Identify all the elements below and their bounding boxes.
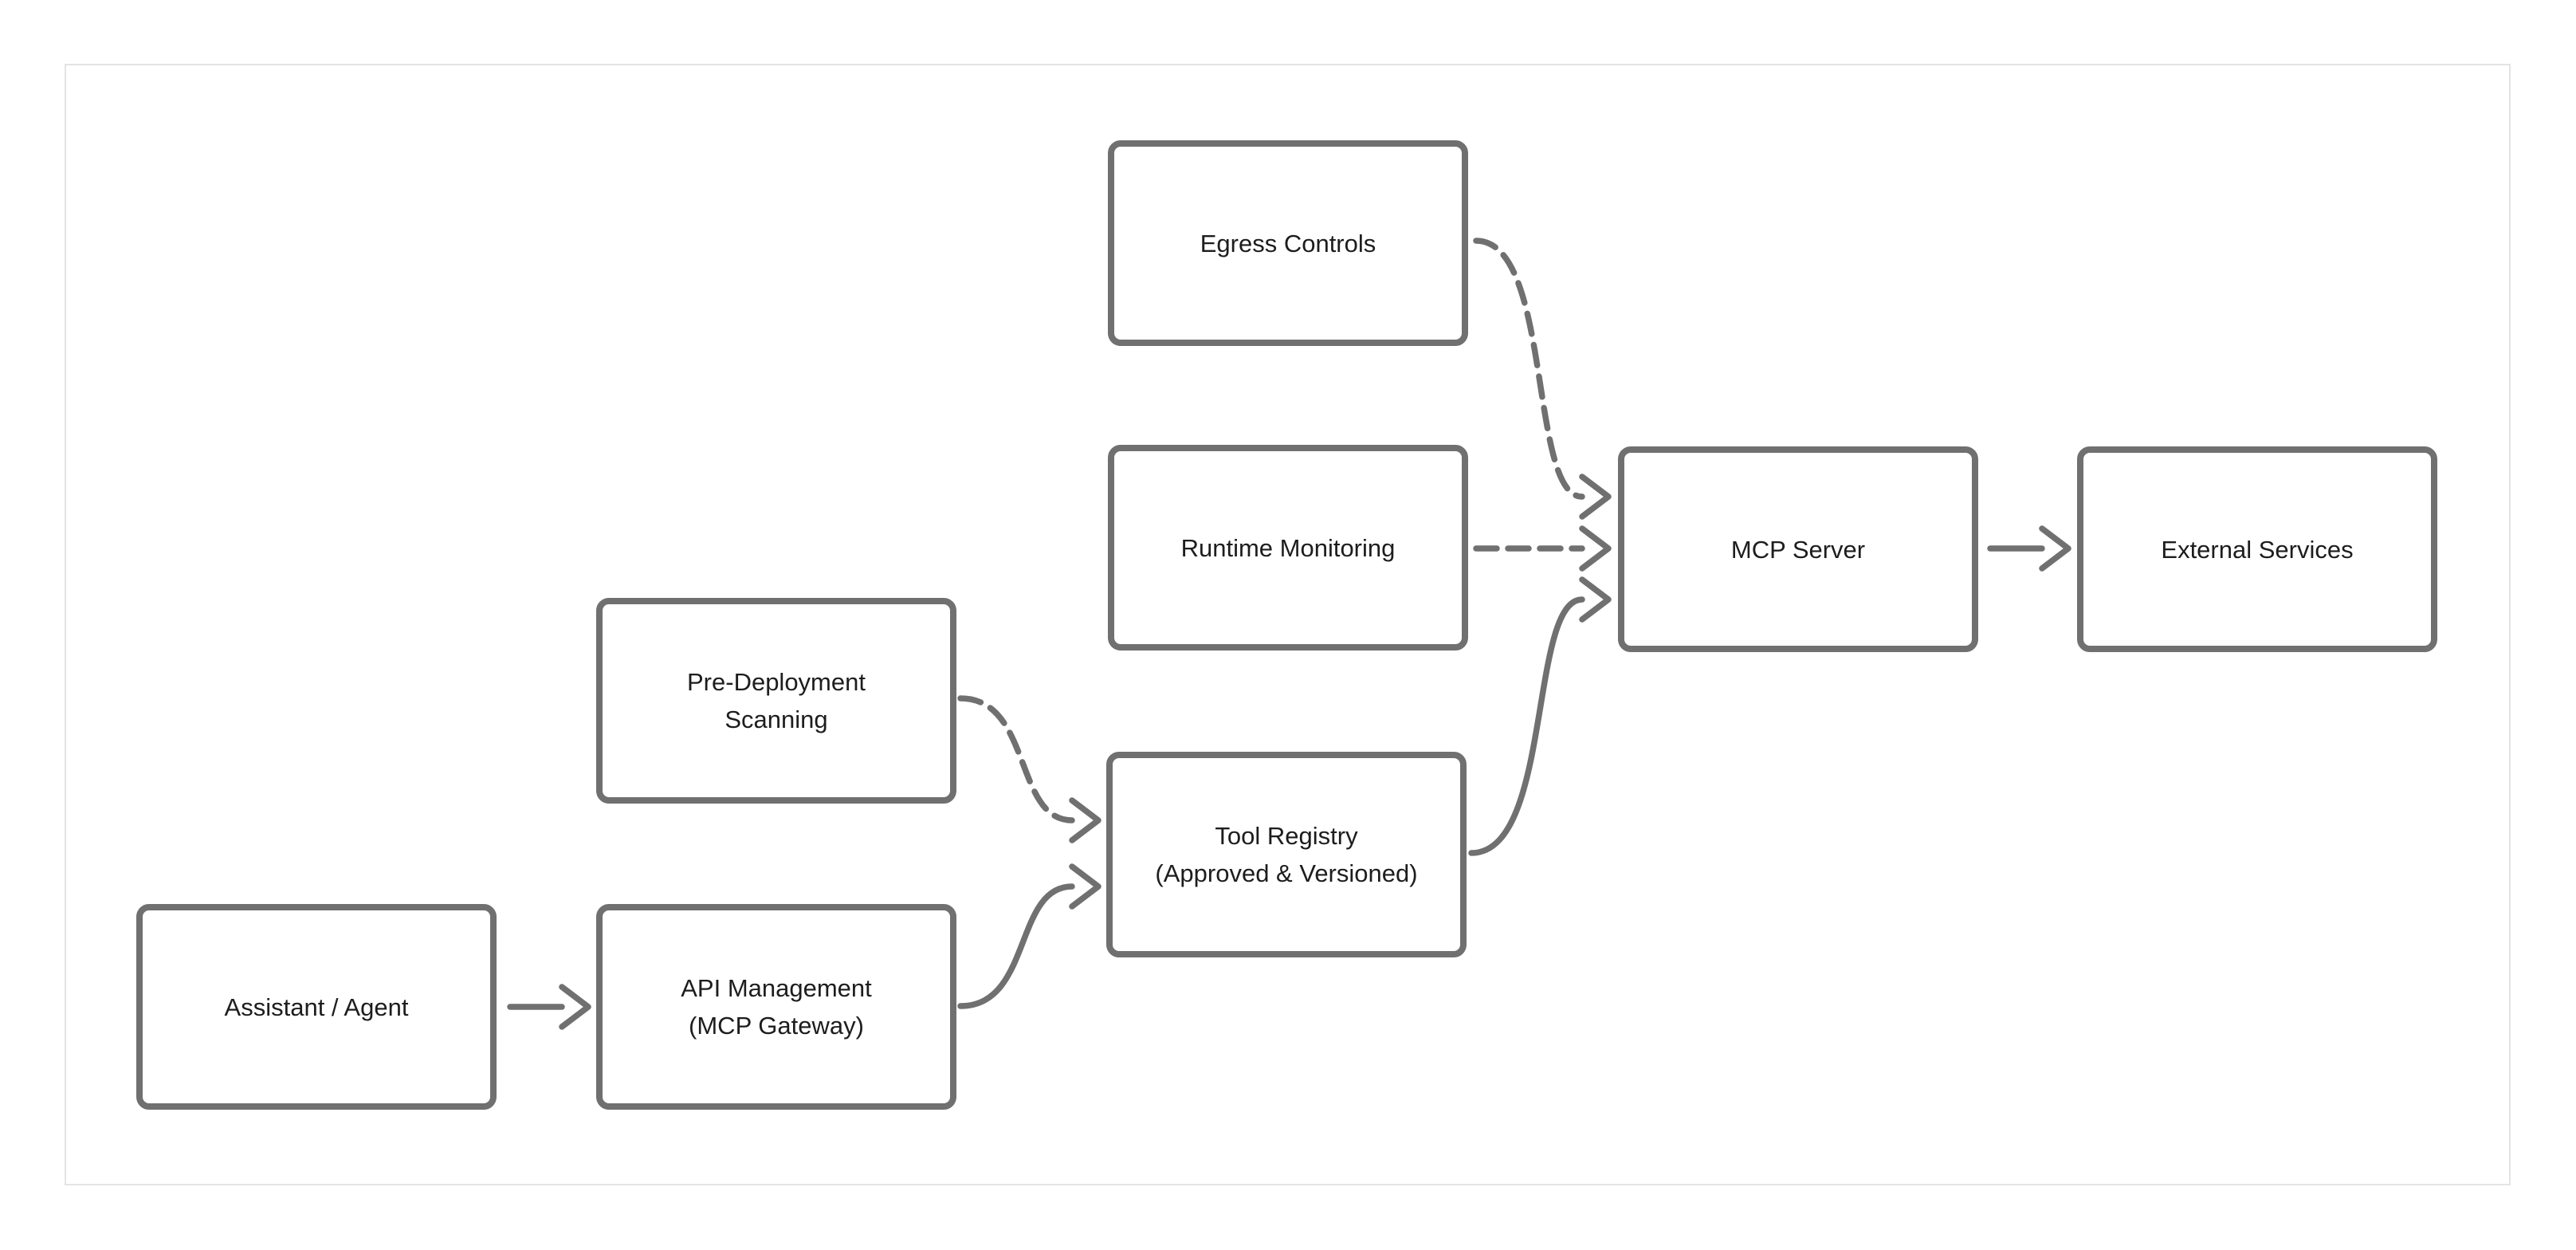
node-tool-registry-label: Tool Registry (Approved & Versioned): [1155, 822, 1418, 887]
node-external-services: External Services: [2077, 446, 2437, 652]
node-assistant-agent-label: Assistant / Agent: [224, 993, 409, 1021]
node-runtime-monitoring-label: Runtime Monitoring: [1180, 533, 1396, 562]
node-assistant-agent: Assistant / Agent: [136, 904, 497, 1110]
node-pre-deployment-scanning: Pre-Deployment Scanning: [596, 598, 956, 804]
node-api-management-label: API Management (MCP Gateway): [681, 974, 872, 1040]
node-mcp-server: MCP Server: [1618, 446, 1978, 652]
node-egress-controls: Egress Controls: [1108, 140, 1468, 346]
node-egress-controls-label: Egress Controls: [1200, 229, 1376, 257]
node-runtime-monitoring: Runtime Monitoring: [1108, 445, 1468, 651]
node-tool-registry: Tool Registry (Approved & Versioned): [1106, 752, 1467, 957]
node-api-management: API Management (MCP Gateway): [596, 904, 956, 1110]
node-external-services-label: External Services: [2161, 535, 2354, 564]
node-pre-deployment-scanning-label: Pre-Deployment Scanning: [687, 668, 866, 733]
node-mcp-server-label: MCP Server: [1730, 535, 1866, 564]
